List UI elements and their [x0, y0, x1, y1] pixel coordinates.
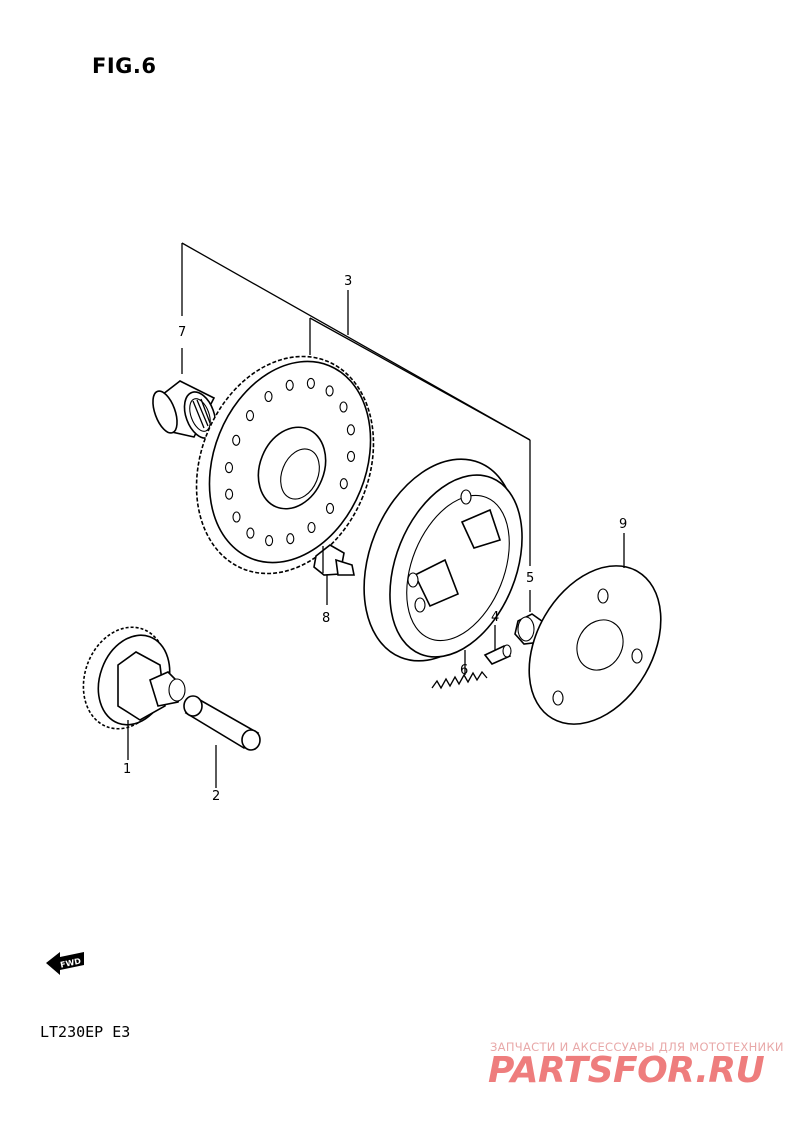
- bolt-part: [313, 544, 355, 576]
- clutch-housing-part: [363, 458, 523, 662]
- shaft-part: [183, 695, 261, 751]
- gear-hole: [346, 424, 355, 436]
- callout-4: 4: [491, 610, 499, 625]
- callout-3: 3: [344, 274, 352, 289]
- watermark-tagline: ЗАПЧАСТИ И АКСЕССУАРЫ ДЛЯ МОТОТЕХНИКИ: [490, 1040, 784, 1054]
- gear-hole: [245, 410, 255, 422]
- assembly-bracket: [181, 242, 531, 612]
- washer-plate-part: [528, 565, 662, 725]
- callout-6: 6: [460, 663, 468, 678]
- gear-hole: [285, 379, 294, 391]
- gear-hole: [325, 385, 334, 397]
- needle-bearing-part: [152, 380, 217, 439]
- leader-lines: [127, 533, 625, 788]
- gear-hole: [224, 462, 234, 474]
- gear-hole: [325, 502, 335, 514]
- gear-hole: [307, 521, 316, 534]
- callout-8: 8: [322, 611, 330, 626]
- callout-7: 7: [178, 325, 186, 340]
- gear-hole: [264, 390, 273, 403]
- gear-hole: [339, 478, 348, 490]
- callout-9: 9: [619, 517, 627, 532]
- driven-gear-part: [82, 626, 186, 730]
- callout-2: 2: [212, 789, 220, 804]
- starter-gear-part: [195, 355, 375, 575]
- callout-1: 1: [123, 762, 131, 777]
- gear-hole: [286, 533, 295, 545]
- gear-hole: [265, 535, 274, 547]
- gear-hole: [339, 401, 348, 413]
- gear-hole: [246, 527, 255, 539]
- forward-arrow-icon: FWD: [46, 952, 84, 975]
- model-code: LT230EP E3: [40, 1023, 131, 1041]
- figure-title: FIG.6: [92, 54, 157, 78]
- gear-hole: [225, 488, 234, 500]
- gear-hole: [306, 377, 315, 389]
- gear-hole: [346, 450, 356, 462]
- roller-part: [514, 613, 547, 645]
- gear-hole: [232, 434, 241, 446]
- callout-5: 5: [526, 571, 534, 586]
- fwd-label: FWD: [59, 956, 82, 969]
- watermark-brand: PARTSFOR.RU: [488, 1050, 765, 1091]
- spring-part: [431, 670, 488, 690]
- gear-hole: [232, 511, 241, 523]
- pin-part: [483, 644, 512, 665]
